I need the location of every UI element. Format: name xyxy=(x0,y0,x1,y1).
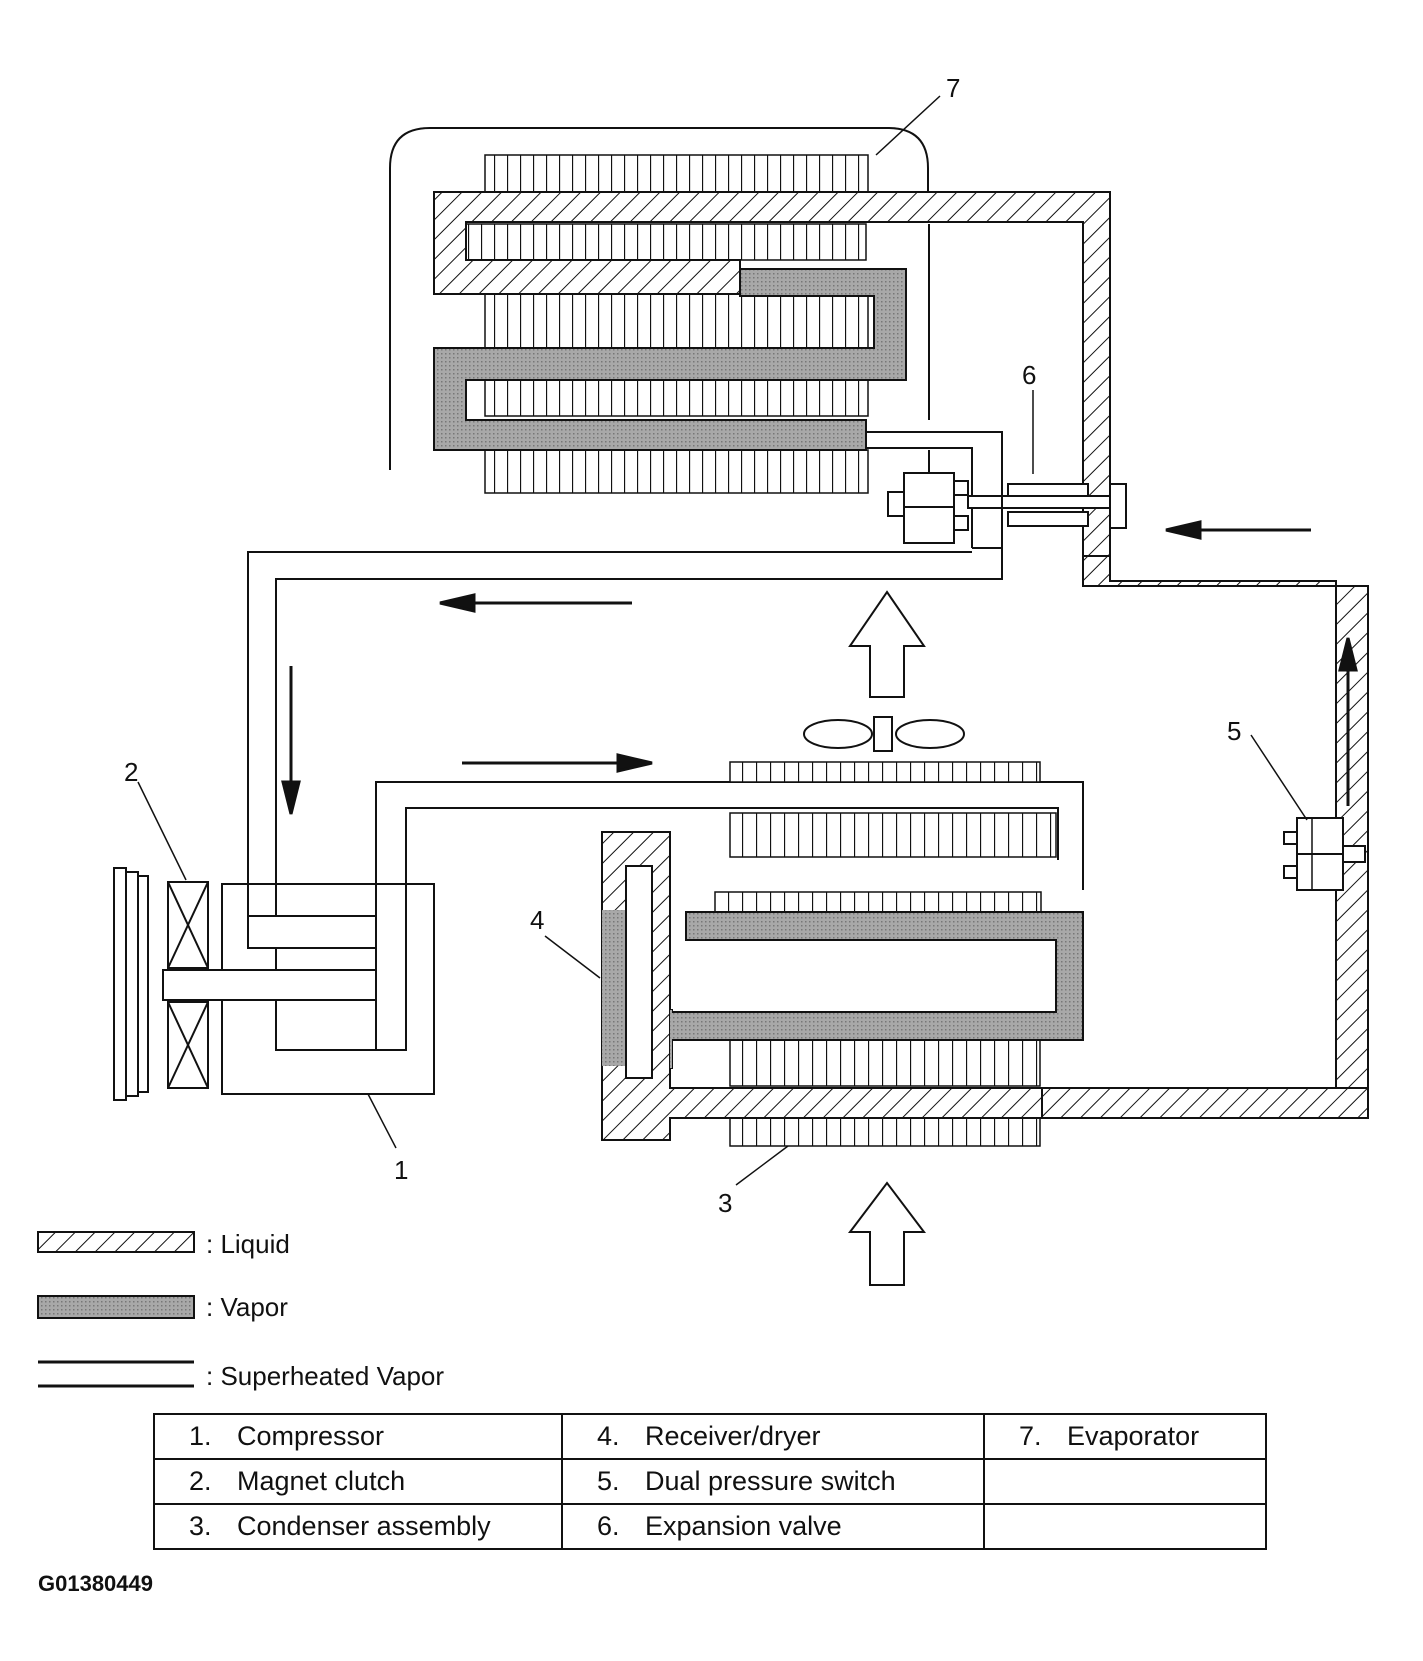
table-row: 2.Magnet clutch 5.Dual pressure switch xyxy=(153,1458,1267,1505)
table-cell xyxy=(983,1458,1267,1505)
parts-table: 1.Compressor 4.Receiver/dryer 7.Evaporat… xyxy=(153,1413,1267,1550)
table-cell: 4.Receiver/dryer xyxy=(561,1413,985,1460)
table-cell: 3.Condenser assembly xyxy=(153,1503,563,1550)
legend: : Liquid : Vapor : Superheated Vapor xyxy=(37,1229,444,1391)
legend-superheated-label: : Superheated Vapor xyxy=(206,1361,444,1391)
condenser-fins xyxy=(729,1117,1041,1147)
table-row: 1.Compressor 4.Receiver/dryer 7.Evaporat… xyxy=(153,1413,1267,1460)
table-cell xyxy=(983,1503,1267,1550)
legend-vapor-label: : Vapor xyxy=(206,1292,288,1322)
receiver-dryer xyxy=(601,831,1043,1141)
condenser-assembly xyxy=(601,761,1084,1147)
condenser-fins xyxy=(729,1039,1041,1087)
magnet-clutch xyxy=(113,867,209,1101)
table-cell: 7.Evaporator xyxy=(983,1413,1267,1460)
airflow-arrow-icon xyxy=(847,590,927,1286)
figure-id: G01380449 xyxy=(38,1571,153,1596)
dual-pressure-switch xyxy=(1283,817,1366,891)
callout-5: 5 xyxy=(1227,716,1241,746)
table-cell: 5.Dual pressure switch xyxy=(561,1458,985,1505)
callout-4: 4 xyxy=(530,905,544,935)
evaporator-vapor-tube xyxy=(433,268,907,451)
callout-6: 6 xyxy=(1022,360,1036,390)
condenser-fins xyxy=(729,761,1041,783)
compressor xyxy=(162,883,435,1095)
evaporator xyxy=(389,127,1111,557)
condenser-fins xyxy=(729,812,1057,858)
evaporator-liquid-tube xyxy=(433,191,1111,557)
expansion-valve xyxy=(866,431,1127,549)
callout-1: 1 xyxy=(394,1155,408,1185)
table-cell: 2.Magnet clutch xyxy=(153,1458,563,1505)
table-cell: 1.Compressor xyxy=(153,1413,563,1460)
evaporator-fins xyxy=(484,154,869,194)
table-cell: 6.Expansion valve xyxy=(561,1503,985,1550)
fan-icon xyxy=(803,716,965,752)
liquid-line xyxy=(1041,1087,1369,1119)
evaporator-fins xyxy=(465,223,867,261)
legend-vapor-swatch xyxy=(37,1295,195,1319)
callout-7: 7 xyxy=(946,73,960,103)
evaporator-fins xyxy=(484,379,869,417)
legend-liquid-swatch xyxy=(37,1231,195,1253)
legend-liquid-label: : Liquid xyxy=(206,1229,290,1259)
callout-2: 2 xyxy=(124,757,138,787)
table-row: 3.Condenser assembly 6.Expansion valve xyxy=(153,1503,1267,1550)
flow-arrow-icon xyxy=(281,520,1358,815)
evaporator-housing xyxy=(389,127,929,470)
callout-3: 3 xyxy=(718,1188,732,1218)
evaporator-fins xyxy=(484,449,869,494)
callout-leaders xyxy=(137,95,1308,1186)
